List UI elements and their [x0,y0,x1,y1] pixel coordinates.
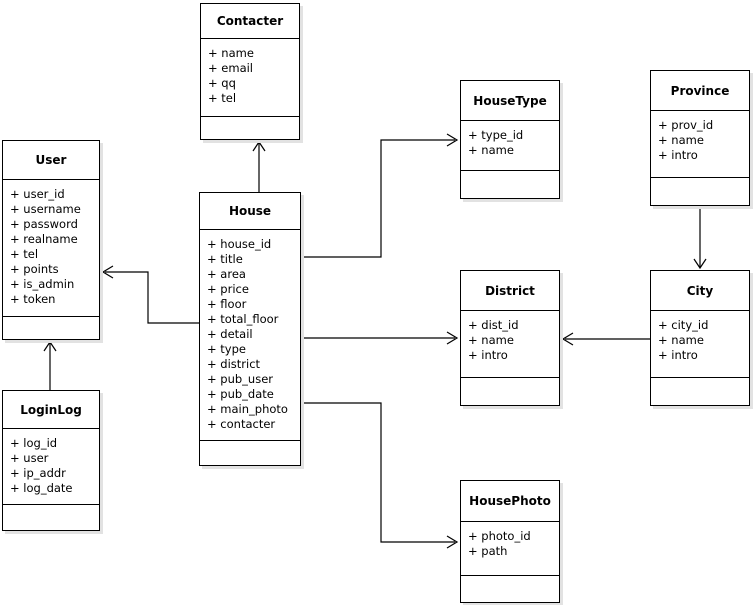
class-attribute: + dist_id [468,318,519,332]
class-attribute: + floor [207,297,247,311]
class-attribute: + password [10,217,78,231]
class-attribute: + total_floor [207,312,279,326]
relation-loginlog-user [43,340,57,390]
class-attribute: + detail [207,327,253,341]
class-attribute: + username [10,202,81,216]
class-attribute: + log_id [10,436,58,450]
uml-class-province[interactable]: Province+ prov_id+ name+ intro [650,70,750,206]
arrowhead-icon [101,265,114,279]
class-attribute: + house_id [207,237,272,251]
relation-city-district [561,332,650,346]
arrowhead-icon [693,258,707,270]
class-title: District [461,271,559,311]
class-attribute: + intro [658,148,698,162]
class-title: User [3,141,99,180]
class-attributes: + name+ email+ qq+ tel [201,39,299,117]
class-attribute: + intro [658,348,698,362]
class-attribute: + type_id [468,128,524,142]
class-attributes: + dist_id+ name+ intro [461,311,559,378]
arrowhead-icon [446,331,459,345]
relation-house-contacter [252,140,266,192]
class-operations [461,378,559,405]
class-attribute: + tel [10,247,39,261]
relation-province-city [693,206,707,270]
class-title: HouseType [461,81,559,121]
class-attribute: + title [207,252,243,266]
uml-class-loginlog[interactable]: LoginLog+ log_id+ user+ ip_addr+ log_dat… [2,390,100,531]
arrowhead-icon [252,140,266,152]
class-attributes: + prov_id+ name+ intro [651,111,749,178]
uml-class-housephoto[interactable]: HousePhoto+ photo_id+ path [460,480,560,603]
uml-class-district[interactable]: District+ dist_id+ name+ intro [460,270,560,406]
arrowhead-icon [446,535,459,549]
class-attribute: + district [207,357,261,371]
arrowhead-icon [561,332,574,346]
class-attribute: + realname [10,232,78,246]
class-title: Province [651,71,749,111]
class-attribute: + log_date [10,481,73,495]
class-attribute: + pub_date [207,387,274,401]
class-attribute: + name [468,143,514,157]
class-operations [3,505,99,530]
class-attribute: + points [10,262,59,276]
uml-class-house[interactable]: House+ house_id+ title+ area+ price+ flo… [199,192,301,466]
class-operations [651,178,749,205]
relation-house-user [101,265,199,324]
class-attribute: + photo_id [468,529,531,543]
class-attribute: + email [208,61,254,75]
class-attributes: + type_id+ name [461,121,559,171]
class-title: LoginLog [3,391,99,429]
arrowhead-icon [43,340,57,352]
relation-house-district [301,331,459,345]
class-attribute: + price [207,282,249,296]
arrowhead-icon [446,133,459,147]
class-attribute: + city_id [658,318,709,332]
class-operations [200,441,300,465]
uml-class-user[interactable]: User+ user_id+ username+ password+ realn… [2,140,100,340]
class-attribute: + path [468,544,508,558]
class-attribute: + name [468,333,514,347]
class-attribute: + user_id [10,187,65,201]
class-operations [461,171,559,198]
class-attribute: + prov_id [658,118,714,132]
class-attribute: + token [10,292,56,306]
class-attribute: + tel [208,91,237,105]
class-attribute: + area [207,267,246,281]
class-attribute: + name [208,46,254,60]
class-attributes: + city_id+ name+ intro [651,311,749,378]
class-attribute: + ip_addr [10,466,66,480]
class-attribute: + contacter [207,417,276,431]
relation-house-housetype [301,133,459,258]
class-attribute: + intro [468,348,508,362]
class-operations [651,378,749,405]
class-attribute: + pub_user [207,372,274,386]
uml-class-city[interactable]: City+ city_id+ name+ intro [650,270,750,406]
class-attribute: + name [658,333,704,347]
class-attribute: + is_admin [10,277,75,291]
class-attributes: + log_id+ user+ ip_addr+ log_date [3,429,99,505]
class-attributes: + house_id+ title+ area+ price+ floor+ t… [200,230,300,441]
class-attribute: + name [658,133,704,147]
class-title: HousePhoto [461,481,559,522]
uml-class-housetype[interactable]: HouseType+ type_id+ name [460,80,560,199]
class-operations [461,576,559,602]
class-attribute: + main_photo [207,402,288,416]
uml-class-contacter[interactable]: Contacter+ name+ email+ qq+ tel [200,3,300,140]
class-operations [201,117,299,139]
class-attribute: + type [207,342,246,356]
class-attributes: + photo_id+ path [461,522,559,576]
class-title: Contacter [201,4,299,39]
class-title: House [200,193,300,230]
class-attribute: + user [10,451,49,465]
class-attributes: + user_id+ username+ password+ realname+… [3,180,99,317]
class-attribute: + qq [208,76,236,90]
relation-house-housephoto [301,402,459,549]
class-title: City [651,271,749,311]
class-operations [3,317,99,339]
